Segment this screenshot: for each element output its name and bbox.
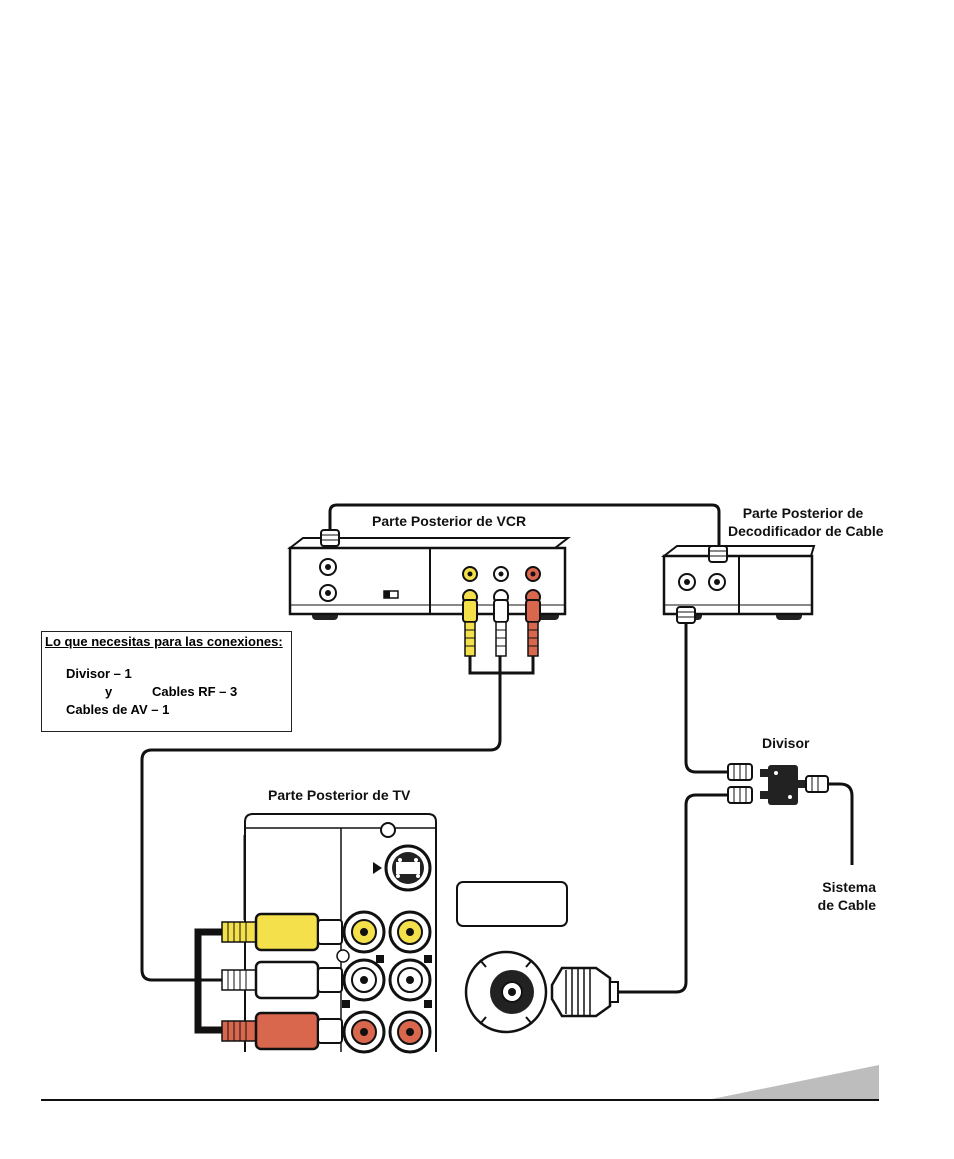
page-tab	[712, 1065, 879, 1099]
splitter-label: Divisor	[762, 735, 810, 751]
requirements-item: Divisor – 1	[66, 666, 132, 681]
requirements-title: Lo que necesitas para las conexiones:	[45, 634, 283, 649]
vcr-rca-plugs	[462, 599, 541, 657]
decoder-back-label-line2: Decodificador de Cable	[728, 523, 884, 539]
tv-antenna-input	[464, 950, 619, 1034]
requirements-item: Cables RF – 3	[152, 684, 238, 699]
blank-callout-box	[456, 881, 568, 927]
decoder-back-label-line1: Parte Posterior de	[742, 505, 864, 521]
decoder-back-panel	[661, 545, 816, 624]
vcr-back-panel	[287, 529, 571, 620]
rf-cable-vcr-to-decoder	[328, 503, 721, 548]
rf-cable-splitter-to-tv	[616, 793, 730, 994]
cable-system-label-line1: Sistema	[822, 879, 876, 895]
rf-cable-splitter-to-cable-system	[825, 782, 854, 865]
requirements-item: Cables de AV – 1	[66, 702, 170, 717]
requirements-item: y	[105, 684, 113, 699]
vcr-back-label: Parte Posterior de VCR	[372, 513, 527, 529]
tv-rca-plugs	[221, 912, 343, 1051]
tv-av-cable-loop	[194, 928, 222, 1034]
cable-system-label-line2: de Cable	[817, 897, 876, 913]
tv-back-label: Parte Posterior de TV	[268, 787, 411, 803]
splitter-device	[727, 763, 829, 805]
rf-cable-decoder-to-splitter	[684, 622, 730, 774]
requirements-box: Lo que necesitas para las conexiones: Di…	[41, 631, 292, 732]
